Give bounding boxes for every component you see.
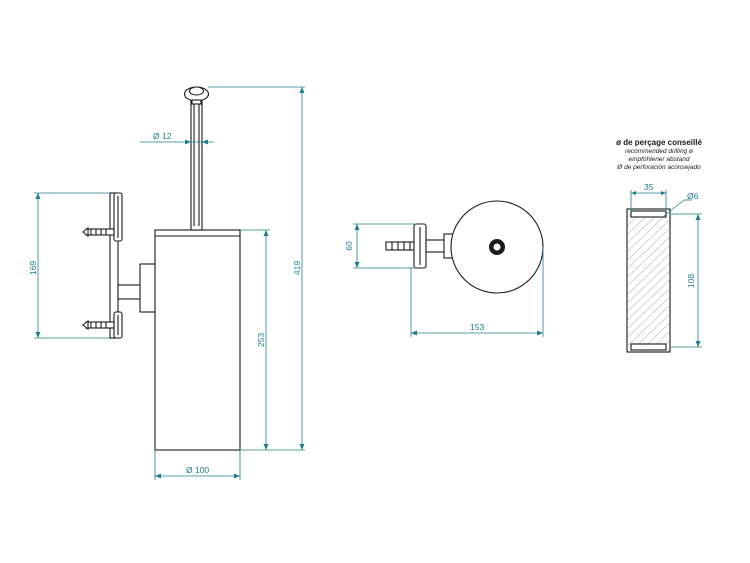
hatch-line [629,313,670,352]
hole-width-label: 35 [644,182,654,192]
container-body [154,229,241,451]
body-height-label: 253 [256,333,266,347]
hatch-line [627,270,670,313]
hatch-line [627,219,670,261]
hatch-line [627,262,670,304]
lower-drill-hole [630,343,667,351]
front-view: 169 Ø 12 419 253 [28,86,305,480]
dim-top-depth: 153 [410,247,544,337]
top-view: 60 153 [344,200,544,337]
hatch-line [627,227,670,270]
support-arm [117,284,143,300]
dim-total-height: 419 [208,86,305,451]
dim-plate-height: 169 [28,192,110,339]
hatch-line [656,339,670,352]
wall-section [626,208,671,353]
hatch-line [665,347,670,352]
side-depth-label: 60 [344,241,354,251]
top-screw [385,241,417,251]
total-height-label: 419 [292,261,302,275]
note-english: recommended drilling ø [625,148,693,155]
hatch-line [627,304,670,347]
hole-diameter-label: Ø6 [687,191,699,201]
hatch-line [627,209,655,236]
top-depth-label: 153 [470,322,484,332]
wall-plate [109,192,119,339]
note-german: empfohlener abstand [628,156,690,163]
hatch-line [627,236,670,278]
hatch-line [627,244,670,287]
upper-screw [82,226,115,238]
body-diameter-label: Ø 100 [186,465,209,475]
lower-screw [82,319,115,331]
hatch-line [627,253,670,296]
note-french: ø de perçage conseillé [616,138,702,147]
wall-hatching [627,209,670,352]
hatch-line [627,287,670,330]
dim-side-depth: 60 [344,223,414,269]
hatch-line [638,322,670,352]
arm-collar [139,263,157,313]
hole-spacing-label: 108 [686,274,696,288]
hatch-line [627,209,664,244]
dim-body-height: 253 [240,229,270,450]
dim-hole-spacing: 108 [670,213,702,348]
plate-height-label: 169 [28,261,38,275]
brush-rod [190,99,203,231]
dim-hole-diameter: Ø6 [663,191,699,217]
dim-hole-width: 35 [630,182,667,211]
drilling-notes: ø de perçage conseillé recommended drill… [588,138,730,172]
hatch-line [627,296,670,339]
dim-body-diameter: Ø 100 [154,450,241,480]
rod-diameter-label: Ø 12 [153,131,172,141]
upper-drill-hole [630,210,667,218]
drilling-template: 35 Ø6 108 [626,182,702,353]
dim-rod-diameter: Ø 12 [140,131,214,145]
hatch-line [627,210,670,253]
note-spanish: Ø de perforación aconsejado [617,164,701,171]
hatch-line [627,279,670,321]
